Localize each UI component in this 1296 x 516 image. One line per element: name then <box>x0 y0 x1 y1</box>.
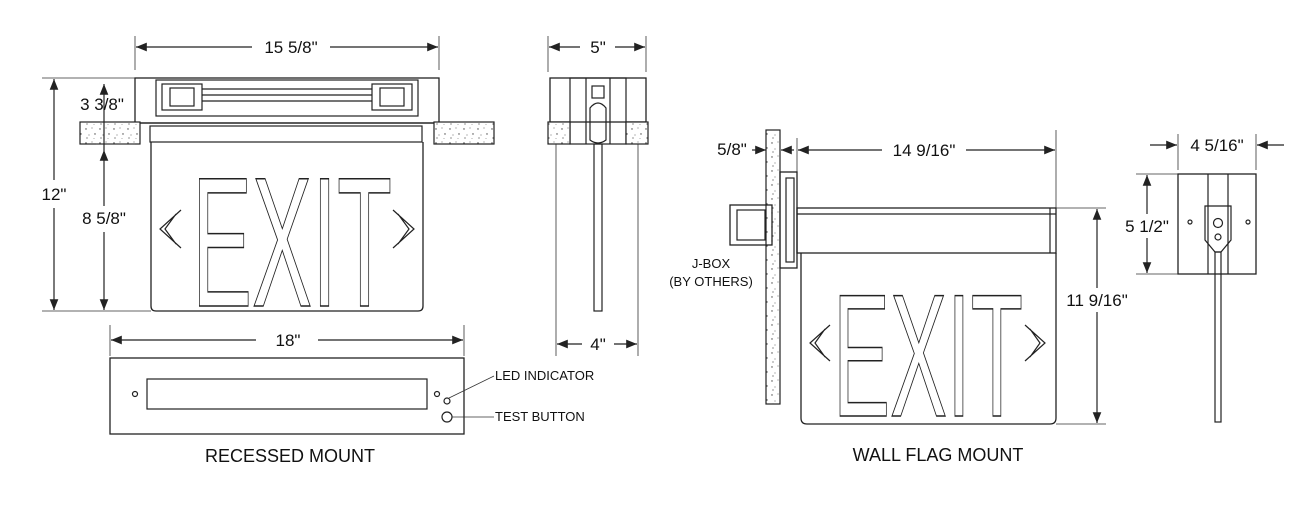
dim-height-12: 12" <box>42 185 67 204</box>
chevron-right-icon <box>1024 324 1046 362</box>
ceiling-left <box>79 121 141 145</box>
dim-depth-4-5-16: 4 5/16" <box>1190 136 1243 155</box>
dim-8-5-8: 8 5/8" <box>82 209 126 228</box>
led-indicator-label: LED INDICATOR <box>495 368 594 383</box>
dim-depth-5: 5" <box>590 38 606 57</box>
jbox-by-others-label: (BY OTHERS) <box>669 274 753 289</box>
trim-plate <box>109 357 465 435</box>
dim-width-18: 18" <box>276 331 301 350</box>
j-box <box>729 204 773 246</box>
wall-section <box>765 129 781 405</box>
dim-width-15-5-8: 15 5/8" <box>264 38 317 57</box>
trim-window <box>146 378 428 410</box>
recessed-sign-panel <box>150 142 424 312</box>
dim-3-3-8: 3 3/8" <box>80 95 124 114</box>
test-button-icon <box>441 411 453 423</box>
recessed-trim-plate: 18" LED INDICATOR TEST BUTTON RECESSED M… <box>109 325 594 466</box>
caption-wall-flag-mount: WALL FLAG MOUNT <box>853 445 1024 465</box>
dim-5-8: 5/8" <box>717 140 747 159</box>
led-indicator-icon <box>443 397 451 405</box>
chevron-left-icon <box>809 324 831 362</box>
dim-width-14-9-16: 14 9/16" <box>893 141 956 160</box>
exit-letters: EXIT <box>192 140 392 346</box>
dim-depth-4: 4" <box>590 335 606 354</box>
recessed-front-view: 15 5/8" EXIT 12" 3 3/8" 8 5/ <box>42 36 495 347</box>
wall-housing <box>796 207 1057 254</box>
test-button-label: TEST BUTTON <box>495 409 585 424</box>
chevron-right-icon <box>392 209 415 249</box>
wall-sign-panel <box>800 253 1057 425</box>
wall-canopy-detail: 4 5/16" 5 1/2" <box>1125 134 1284 423</box>
canopy-plate <box>1177 173 1257 275</box>
jbox-label: J-BOX <box>692 256 731 271</box>
dim-height-11-9-16: 11 9/16" <box>1066 291 1128 310</box>
chevron-left-icon <box>159 209 182 249</box>
dim-5-1-2: 5 1/2" <box>1125 217 1169 236</box>
exit-letters-wall: EXIT <box>833 259 1023 454</box>
side-housing <box>549 77 647 123</box>
caption-recessed-mount: RECESSED MOUNT <box>205 446 375 466</box>
wall-flag-view: 5/8" 14 9/16" EXIT J-BOX (BY OTHERS) <box>669 129 1128 465</box>
ceiling-right <box>433 121 495 145</box>
recessed-side-view: 5" 4" <box>547 36 649 356</box>
